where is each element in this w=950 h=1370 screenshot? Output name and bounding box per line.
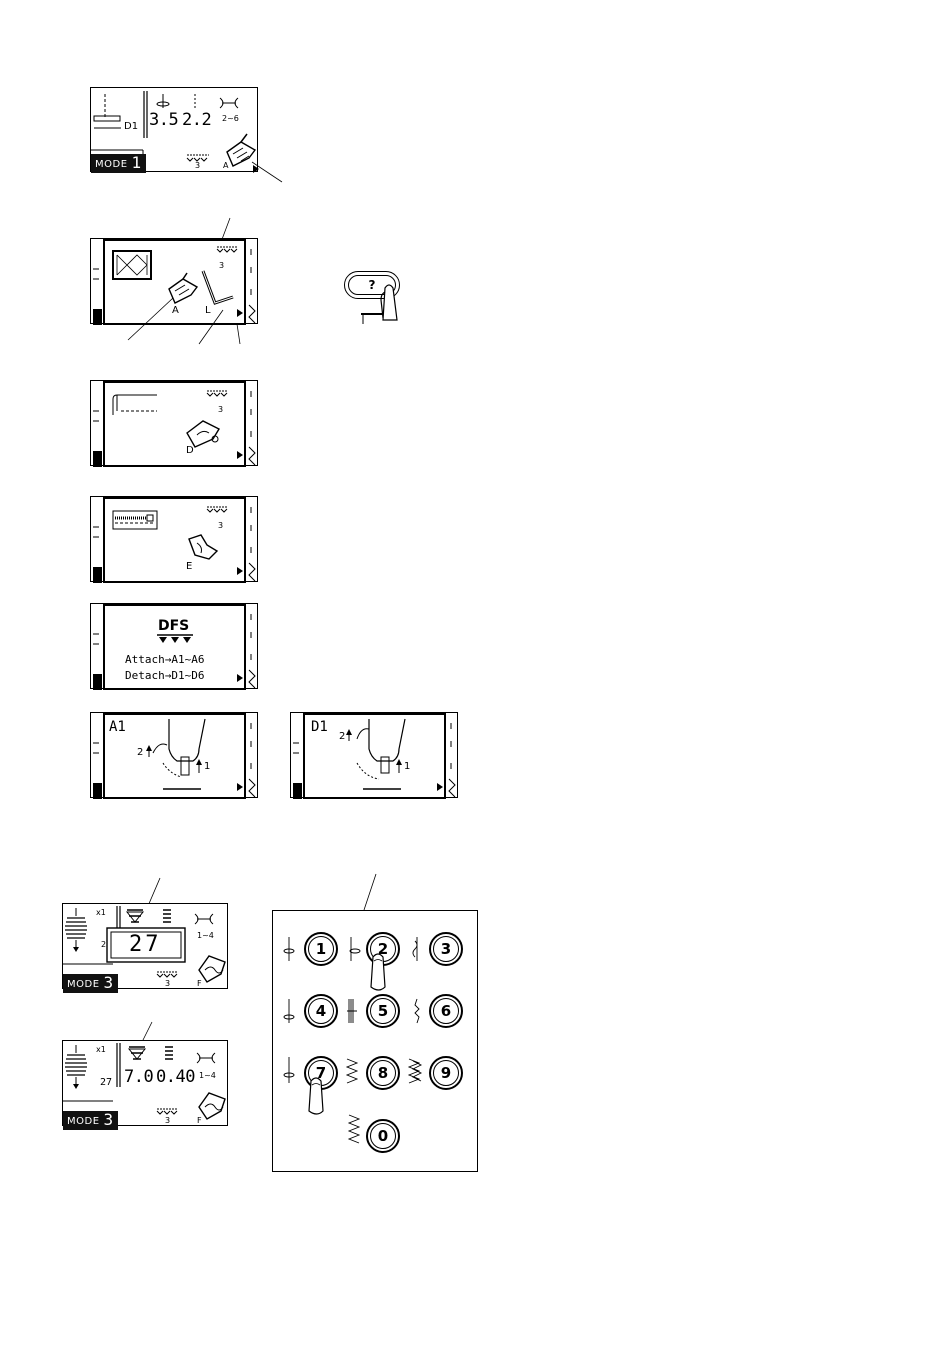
detach-text: Detach→D1~D6 [125, 669, 204, 682]
step-1-label: 1 [404, 761, 410, 772]
satin-stitch-icon [65, 1045, 87, 1089]
lcd-screen-dfs: DFS Attach→A1~A6 Detach→D1~D6 [90, 603, 258, 689]
callout-lines [125, 296, 255, 344]
thread-tension-value: 1~4 [199, 1071, 216, 1080]
feed-value: 3 [218, 405, 223, 414]
multiplier-label: x1 [96, 908, 106, 917]
key-1[interactable]: 1 [304, 932, 338, 966]
finger-press-icon [365, 949, 395, 997]
presser-foot-f-icon [199, 956, 225, 982]
stitch-width-value: 7.0 [124, 1067, 153, 1087]
stitch-width-value: 3.5 [149, 110, 178, 130]
foot-label: F [197, 979, 202, 988]
lcd-screen-foot-d: 3 D [90, 380, 258, 466]
pattern-number: 27 [100, 1077, 112, 1088]
foot-label: F [197, 1116, 202, 1125]
callout-line [360, 872, 380, 912]
presser-foot-e-icon [189, 535, 217, 559]
step-2-label: 2 [339, 731, 345, 742]
key-4[interactable]: 4 [304, 994, 338, 1028]
key-3[interactable]: 3 [429, 932, 463, 966]
step-2-label: 2 [137, 747, 143, 758]
lcd-screen-foot-e: 3 E [90, 496, 258, 582]
feed-value: 3 [165, 979, 170, 988]
attach-text: Attach→A1~A6 [125, 653, 204, 666]
satin-stitch-icon [65, 908, 87, 952]
key-5[interactable]: 5 [366, 994, 400, 1028]
dfs-title: DFS [158, 618, 189, 634]
stitch-length-value: 2.2 [182, 110, 211, 130]
side-number: 2 [101, 940, 106, 949]
presser-foot-d-icon [187, 421, 219, 447]
feed-value: 3 [218, 521, 223, 530]
number-keypad: 1 2 3 4 5 6 7 8 9 0 [272, 910, 478, 1172]
dfs-lever-detach-icon [346, 719, 405, 789]
feed-value: 3 [195, 161, 200, 170]
key-8[interactable]: 8 [366, 1056, 400, 1090]
thread-tension-value: 1~4 [197, 931, 214, 940]
foot-label: D [186, 445, 194, 456]
quilting-sample-icon [113, 251, 151, 279]
lcd-screen-a1: A1 2 1 [90, 712, 258, 798]
zipper-icon [113, 511, 157, 529]
multiplier-label: x1 [96, 1045, 106, 1054]
finger-icon [355, 278, 415, 328]
presser-foot-f-icon [199, 1093, 225, 1119]
step-1-label: 1 [204, 761, 210, 772]
thread-tension-value: 2~6 [222, 114, 239, 123]
key-6[interactable]: 6 [429, 994, 463, 1028]
callout-line [250, 160, 290, 185]
feed-value: 3 [165, 1116, 170, 1125]
lcd-screen-d1: D1 2 1 [290, 712, 458, 798]
finger-press-icon [303, 1073, 333, 1121]
pattern-label: D1 [311, 719, 328, 735]
foot-label: E [186, 561, 192, 572]
key-0[interactable]: 0 [366, 1119, 400, 1153]
foot-label: A [223, 161, 228, 170]
key-9[interactable]: 9 [429, 1056, 463, 1090]
dfs-lever-attach-icon [146, 719, 205, 789]
stitch-length-value: 0.40 [156, 1067, 195, 1087]
direct-entry-value: 27 [129, 932, 162, 957]
pattern-label: D1 [124, 121, 138, 132]
pattern-label: A1 [109, 719, 126, 735]
hem-icon [113, 395, 157, 415]
feed-value: 3 [219, 261, 224, 270]
